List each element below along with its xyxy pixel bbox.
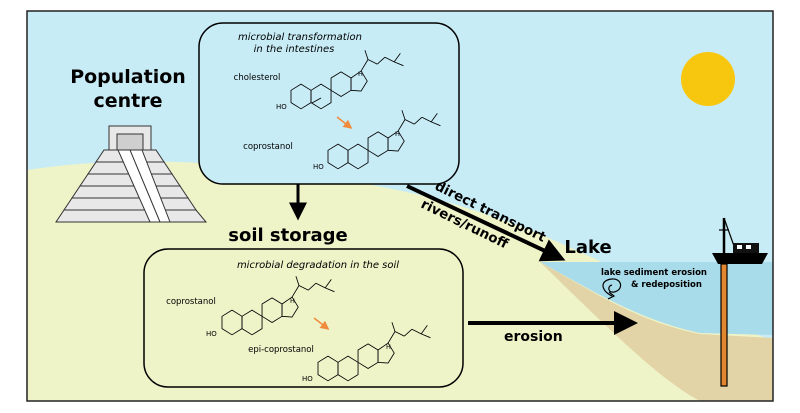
pyramid-icon: [55, 125, 208, 223]
coprostanol-label-soil: coprostanol: [166, 297, 216, 307]
reaction-arrow-intestine: [336, 116, 353, 129]
sediment-core: [720, 263, 728, 387]
cholesterol-ho-label: HO: [276, 103, 287, 111]
arrow-direct-transport: [406, 184, 566, 262]
epi-coprostanol-h-label: H: [386, 343, 391, 351]
sediment-label-line2: & redeposition: [631, 280, 702, 290]
cholesterol-structure: HO H: [276, 49, 404, 111]
coprostanol-ho-label-intestine: HO: [313, 163, 324, 171]
cholesterol-label: cholesterol: [234, 73, 281, 83]
reaction-arrow-soil: [313, 317, 330, 330]
erosion-label: erosion: [504, 329, 563, 345]
soil-degradation-box: microbial degradation in the soil copros…: [143, 248, 464, 388]
coprostanol-structure-intestine: HO H: [313, 109, 441, 171]
intestine-transformation-box: microbial transformation in the intestin…: [198, 22, 460, 185]
epi-coprostanol-ho-label: HO: [302, 375, 313, 383]
coprostanol-structure-soil: HO H: [206, 275, 335, 338]
boat-icon: [712, 217, 768, 264]
lake-shore-sand: [540, 262, 773, 401]
coprostanol-h-label-intestine: H: [395, 130, 400, 138]
lake-water: [540, 262, 773, 335]
population-centre-label-line1: Population: [70, 66, 186, 88]
epi-coprostanol-structure: HO H: [302, 321, 431, 383]
coprostanol-label-intestine: coprostanol: [243, 142, 293, 152]
sediment-label-line1: lake sediment erosion: [601, 268, 707, 278]
swirl-icon: [602, 278, 622, 300]
coprostanol-ho-label-soil: HO: [206, 330, 217, 338]
population-centre-label-line2: centre: [93, 90, 162, 112]
soil-box-title: microbial degradation in the soil: [237, 260, 399, 271]
intestine-box-title-line2: in the intestines: [254, 44, 335, 55]
soil-storage-label: soil storage: [228, 225, 348, 246]
cholesterol-h-label: H: [358, 70, 363, 78]
intestine-box-title-line1: microbial transformation: [238, 32, 362, 43]
epi-coprostanol-label: epi-coprostanol: [248, 345, 314, 355]
coprostanol-h-label-soil: H: [290, 297, 295, 305]
lake-label: Lake: [564, 237, 611, 258]
sun-icon: [681, 52, 735, 106]
